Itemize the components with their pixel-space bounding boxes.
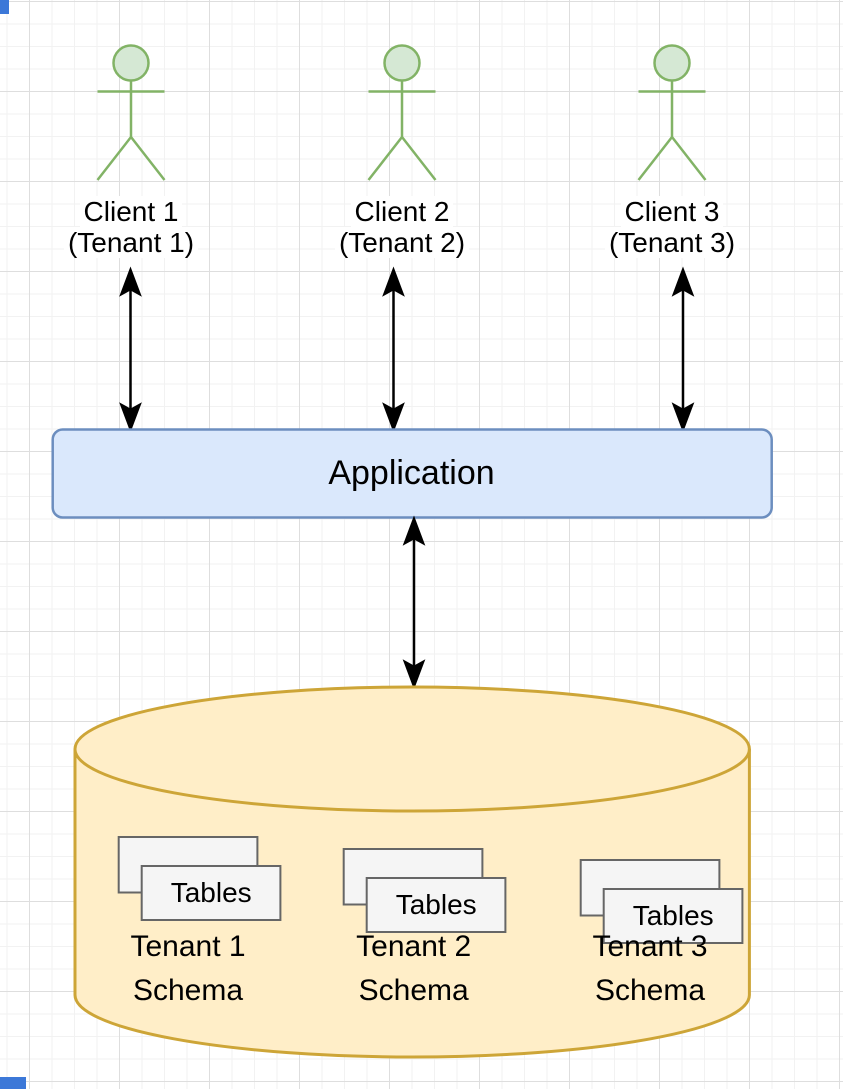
tables-stack-tenant1[interactable] [117, 836, 282, 921]
application-label: Application [328, 453, 495, 492]
arrowhead-up [382, 266, 405, 297]
schema-label-tenant3: Tenant 3 Schema [540, 925, 760, 1013]
actor-client-1[interactable] [96, 44, 166, 181]
tables-stack-tenant3[interactable] [579, 859, 744, 944]
screen-artifact-bottom-left [0, 1077, 26, 1089]
arrow-client2-application[interactable] [382, 266, 405, 433]
schema-line1: Tenant 1 [130, 930, 246, 963]
arrowhead-down [382, 402, 405, 433]
arrowhead-down [119, 402, 142, 433]
arrowhead-down [671, 402, 695, 433]
actor-head [383, 44, 421, 82]
client-3-label: Client 3 (Tenant 3) [562, 196, 782, 258]
schema-line2: Schema [594, 974, 706, 1007]
arrow-client3-application[interactable] [671, 266, 695, 433]
tenant-name: (Tenant 1) [63, 227, 199, 258]
schema-line1: Tenant 2 [356, 930, 472, 963]
arrow-client1-application[interactable] [119, 266, 142, 433]
actor-client-2[interactable] [367, 44, 437, 181]
arrowhead-up [402, 515, 426, 546]
arrowhead-down [402, 659, 426, 690]
client-1-label: Client 1 (Tenant 1) [21, 196, 241, 258]
actor-body [367, 80, 437, 181]
application-box[interactable] [51, 428, 773, 519]
cylinder-top-inner-arc [73, 748, 751, 813]
schema-line2: Schema [132, 974, 244, 1007]
client-name: Client 2 [350, 196, 454, 227]
client-2-label: Client 2 (Tenant 2) [292, 196, 512, 258]
actor-body [637, 80, 707, 181]
client-name: Client 1 [79, 196, 183, 227]
tables-card-front [365, 877, 507, 933]
client-name: Client 3 [620, 196, 724, 227]
actor-head [653, 44, 691, 82]
tables-label-tenant3: Tables [632, 900, 714, 931]
tables-card-front [140, 865, 282, 921]
schema-line1: Tenant 3 [592, 930, 708, 963]
arrowhead-up [671, 266, 695, 297]
actor-body [96, 80, 166, 181]
tables-label-tenant1: Tables [170, 877, 252, 908]
schema-label-tenant1: Tenant 1 Schema [78, 925, 298, 1013]
schema-line2: Schema [358, 974, 469, 1007]
tables-stack-tenant2[interactable] [342, 848, 507, 933]
arrowhead-up [119, 266, 142, 297]
schema-label-tenant2: Tenant 2 Schema [304, 925, 524, 1013]
tables-card-front [602, 888, 744, 944]
actor-client-3[interactable] [637, 44, 707, 181]
tables-label-tenant2: Tables [395, 889, 477, 920]
tenant-name: (Tenant 2) [334, 227, 470, 258]
actor-head [112, 44, 150, 82]
arrow-application-database[interactable] [402, 515, 426, 690]
tenant-name: (Tenant 3) [604, 227, 740, 258]
screen-artifact-top-left [0, 0, 9, 14]
